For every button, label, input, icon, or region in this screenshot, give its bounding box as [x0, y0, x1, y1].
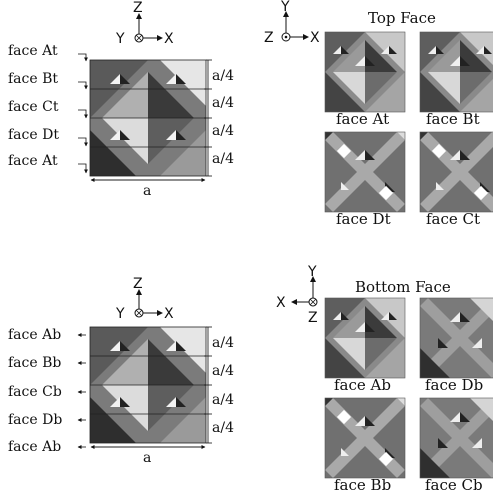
face-label: face At — [8, 43, 58, 59]
axis-y-label: Y — [307, 264, 317, 280]
axis-z-label: Z — [133, 0, 143, 16]
axis-y-label: Y — [115, 31, 125, 47]
quarter-label: a/4 — [212, 95, 234, 111]
bottom-right-panel: Y X Z Bottom Face face Ab face Db face B… — [276, 264, 493, 494]
face-label: face At — [8, 153, 58, 169]
width-label: a — [143, 183, 151, 199]
face-labels: face Ab face Bb face Cb face Db face Ab — [8, 327, 86, 455]
quarter-label: a/4 — [212, 123, 234, 139]
quarter-label: a/4 — [212, 392, 234, 408]
tile-caption: face Ab — [334, 376, 391, 394]
quarter-dimension: a/4 a/4 a/4 a/4 — [204, 59, 234, 177]
tile-caption: face Bt — [426, 110, 480, 128]
face-tile — [419, 131, 493, 213]
axis-triad: Z Y X — [115, 276, 174, 322]
face-tile — [324, 31, 406, 113]
face-tile — [419, 31, 493, 113]
width-dimension: a — [90, 178, 206, 199]
axis-z-label: Z — [264, 30, 274, 46]
bottom-left-panel: Z Y X face Ab face Bb face Cb face Db fa… — [8, 276, 234, 466]
axis-triad: Y X Z — [276, 264, 318, 326]
axis-x-label: X — [310, 30, 320, 46]
tile-caption: face Dt — [336, 210, 391, 228]
axis-triad: Y Z X — [264, 0, 320, 46]
axis-x-label: X — [276, 295, 286, 311]
quarter-label: a/4 — [212, 151, 234, 167]
axis-z-label: Z — [308, 310, 318, 326]
axis-x-label: X — [164, 306, 174, 322]
face-label: face Bb — [8, 355, 61, 371]
face-label: face Ab — [8, 327, 61, 343]
top-block-image — [89, 59, 207, 177]
face-label: face Db — [8, 412, 62, 428]
face-label: face Cb — [8, 384, 62, 400]
face-labels: face At face Bt face Ct face Dt face At — [8, 43, 88, 174]
width-label: a — [143, 450, 151, 466]
axis-y-label: Y — [280, 0, 290, 15]
tile-caption: face Bb — [334, 476, 391, 494]
face-tile — [324, 131, 406, 213]
tile-caption: face Cb — [425, 476, 483, 494]
face-label: face Ct — [8, 99, 59, 115]
quarter-label: a/4 — [212, 68, 234, 84]
face-tile — [324, 297, 406, 379]
top-right-panel: Y Z X Top Face face At face Bt face Dt f… — [264, 0, 493, 228]
top-left-panel: Z Y X face At face Bt face Ct face Dt fa… — [8, 0, 234, 199]
panel-title: Top Face — [368, 9, 436, 27]
axis-y-label: Y — [115, 306, 125, 322]
axis-z-label: Z — [133, 276, 143, 292]
axis-x-label: X — [164, 31, 174, 47]
bottom-block-image — [89, 326, 207, 444]
axis-triad: Z Y X — [115, 0, 174, 47]
face-label: face Bt — [8, 71, 58, 87]
quarter-dimension: a/4 a/4 a/4 a/4 — [204, 326, 234, 444]
face-label: face Dt — [8, 127, 59, 143]
face-tile — [419, 397, 493, 479]
tile-caption: face Db — [425, 376, 483, 394]
panel-title: Bottom Face — [355, 278, 451, 296]
quarter-label: a/4 — [212, 335, 234, 351]
face-tile — [419, 297, 493, 379]
width-dimension: a — [90, 445, 206, 466]
quarter-label: a/4 — [212, 420, 234, 436]
face-label: face Ab — [8, 439, 61, 455]
quarter-label: a/4 — [212, 363, 234, 379]
tile-caption: face Ct — [426, 210, 480, 228]
face-tile — [324, 397, 406, 479]
tile-caption: face At — [336, 110, 389, 128]
